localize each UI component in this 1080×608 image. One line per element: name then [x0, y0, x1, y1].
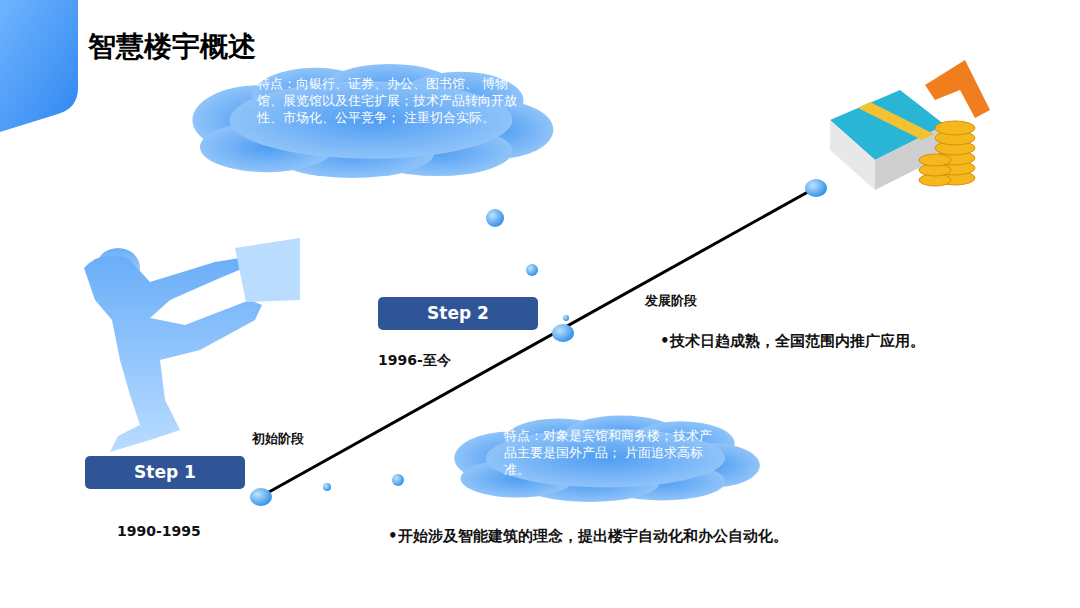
man-silhouette — [84, 238, 300, 452]
period-label: 1990-1995 — [117, 523, 201, 539]
corner-band — [0, 0, 78, 132]
stage-description: •技术日趋成熟，全国范围内推广应用。 — [660, 332, 925, 351]
stage-name: 初始阶段 — [252, 430, 304, 448]
stage-description: •开始涉及智能建筑的理念，提出楼宇自动化和办公自动化。 — [388, 527, 788, 546]
step-label: Step 2 — [427, 303, 489, 323]
step-box: Step 1 — [85, 456, 245, 489]
step-box: Step 2 — [378, 297, 538, 330]
period-label: 1996-至今 — [378, 352, 451, 370]
cloud-callout: 特点：对象是宾馆和商务楼；技术产品主要是国外产品； 片面追求高标准。 — [448, 414, 763, 502]
step-label: Step 1 — [134, 462, 196, 482]
note-text: 特点：向银行、证券、办公、图书馆、 博物馆、展览馆以及住宅扩展；技术产品转向开放… — [257, 76, 517, 127]
page-title: 智慧楼宇概述 — [88, 28, 256, 66]
money-icon — [830, 60, 990, 190]
cloud-callout: 特点：向银行、证券、办公、图书馆、 博物馆、展览馆以及住宅扩展；技术产品转向开放… — [185, 62, 557, 178]
note-text: 特点：对象是宾馆和商务楼；技术产品主要是国外产品； 片面追求高标准。 — [504, 428, 723, 479]
stage-name: 发展阶段 — [645, 292, 697, 310]
